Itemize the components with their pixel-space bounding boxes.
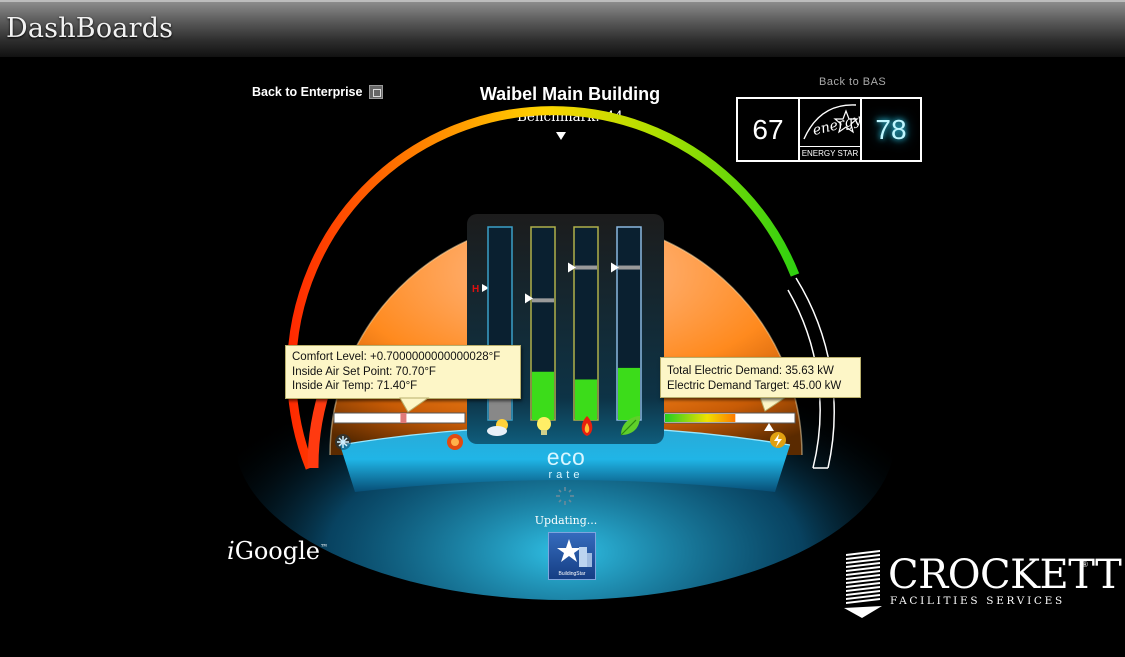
- energy-star-left-score: 67: [738, 99, 800, 160]
- electric-demand-fill: [665, 414, 736, 422]
- tube-2-pointer: [525, 293, 533, 304]
- benchmark-pointer: [556, 132, 566, 140]
- leaf-icon: [620, 416, 640, 436]
- comfort-slider: [333, 412, 466, 424]
- tube-high-label: H: [472, 284, 479, 295]
- tube-4-level-mark: [618, 265, 640, 270]
- app-title: DashBoards: [6, 13, 174, 44]
- electric-demand-target: Electric Demand Target: 45.00 kW: [667, 379, 842, 392]
- crockett-building-icon: [844, 550, 882, 618]
- tube-3-fill: [575, 379, 597, 420]
- tube-3-level-mark: [575, 265, 597, 270]
- title-bar: DashBoards: [0, 0, 1125, 57]
- crockett-name: CROCKETT: [888, 552, 1122, 598]
- crockett-registered-mark: ®: [1082, 560, 1088, 569]
- energy-star-scorecard: 67 energy ENERGY STAR 78: [736, 97, 922, 162]
- tube-3-pointer: [568, 262, 576, 273]
- igoogle-text: Google: [234, 537, 320, 565]
- tube-4-fill: [618, 367, 640, 420]
- weather-icon: [487, 419, 508, 436]
- energy-star-right-score: 78: [875, 114, 907, 145]
- igoogle-link[interactable]: iGoogle™: [227, 537, 328, 565]
- igoogle-i: i: [227, 537, 235, 565]
- back-to-enterprise-link[interactable]: Back to Enterprise: [252, 85, 363, 99]
- loading-spinner-icon: [556, 487, 574, 505]
- energy-star-icon: energy: [803, 104, 864, 140]
- comfort-level: Comfort Level: +0.7000000000000028°F: [292, 351, 501, 363]
- tube-4-pointer: [611, 262, 619, 273]
- energy-star-logo: energy ENERGY STAR: [800, 99, 864, 160]
- total-electric-demand: Total Electric Demand: 35.63 kW: [667, 365, 834, 377]
- tube-2-level-mark: [532, 298, 554, 303]
- tube-2-fill: [532, 371, 554, 420]
- eco-subtitle: rate: [548, 469, 584, 481]
- back-to-bas-link[interactable]: Back to BAS: [819, 76, 887, 88]
- igoogle-tm: ™: [320, 543, 328, 552]
- inside-air-temp: Inside Air Temp: 71.40°F: [292, 380, 418, 392]
- enterprise-icon[interactable]: [369, 85, 383, 99]
- inside-air-set-point: Inside Air Set Point: 70.70°F: [292, 365, 436, 378]
- tube-1-fill: [489, 398, 511, 420]
- building-name: Waibel Main Building: [479, 84, 661, 104]
- crockett-logo: CROCKETT ® FACILITIES SERVICES: [842, 548, 1122, 622]
- eco-title: eco: [546, 444, 586, 470]
- tube-high-marker: [482, 284, 489, 292]
- comfort-slider-thumb: [400, 413, 407, 423]
- comfort-tooltip: Comfort Level: +0.7000000000000028°F Ins…: [285, 345, 521, 399]
- crockett-subtitle: FACILITIES SERVICES: [890, 595, 1065, 607]
- heat-icon: [447, 434, 463, 450]
- updating-status: Updating...: [534, 514, 598, 527]
- lightbulb-icon: [537, 417, 551, 435]
- electric-demand-target-marker: [764, 423, 774, 431]
- buildingstar-label: BuildingStar: [558, 571, 586, 577]
- flame-icon: [581, 416, 593, 436]
- buildingstar-logo[interactable]: BuildingStar: [548, 532, 596, 580]
- electric-tooltip: Total Electric Demand: 35.63 kW Electric…: [660, 357, 861, 398]
- buildingstar-icon: [557, 539, 592, 567]
- energy-star-label: ENERGY STAR: [800, 146, 860, 160]
- snowflake-icon: [335, 434, 351, 450]
- power-icon: [770, 432, 786, 448]
